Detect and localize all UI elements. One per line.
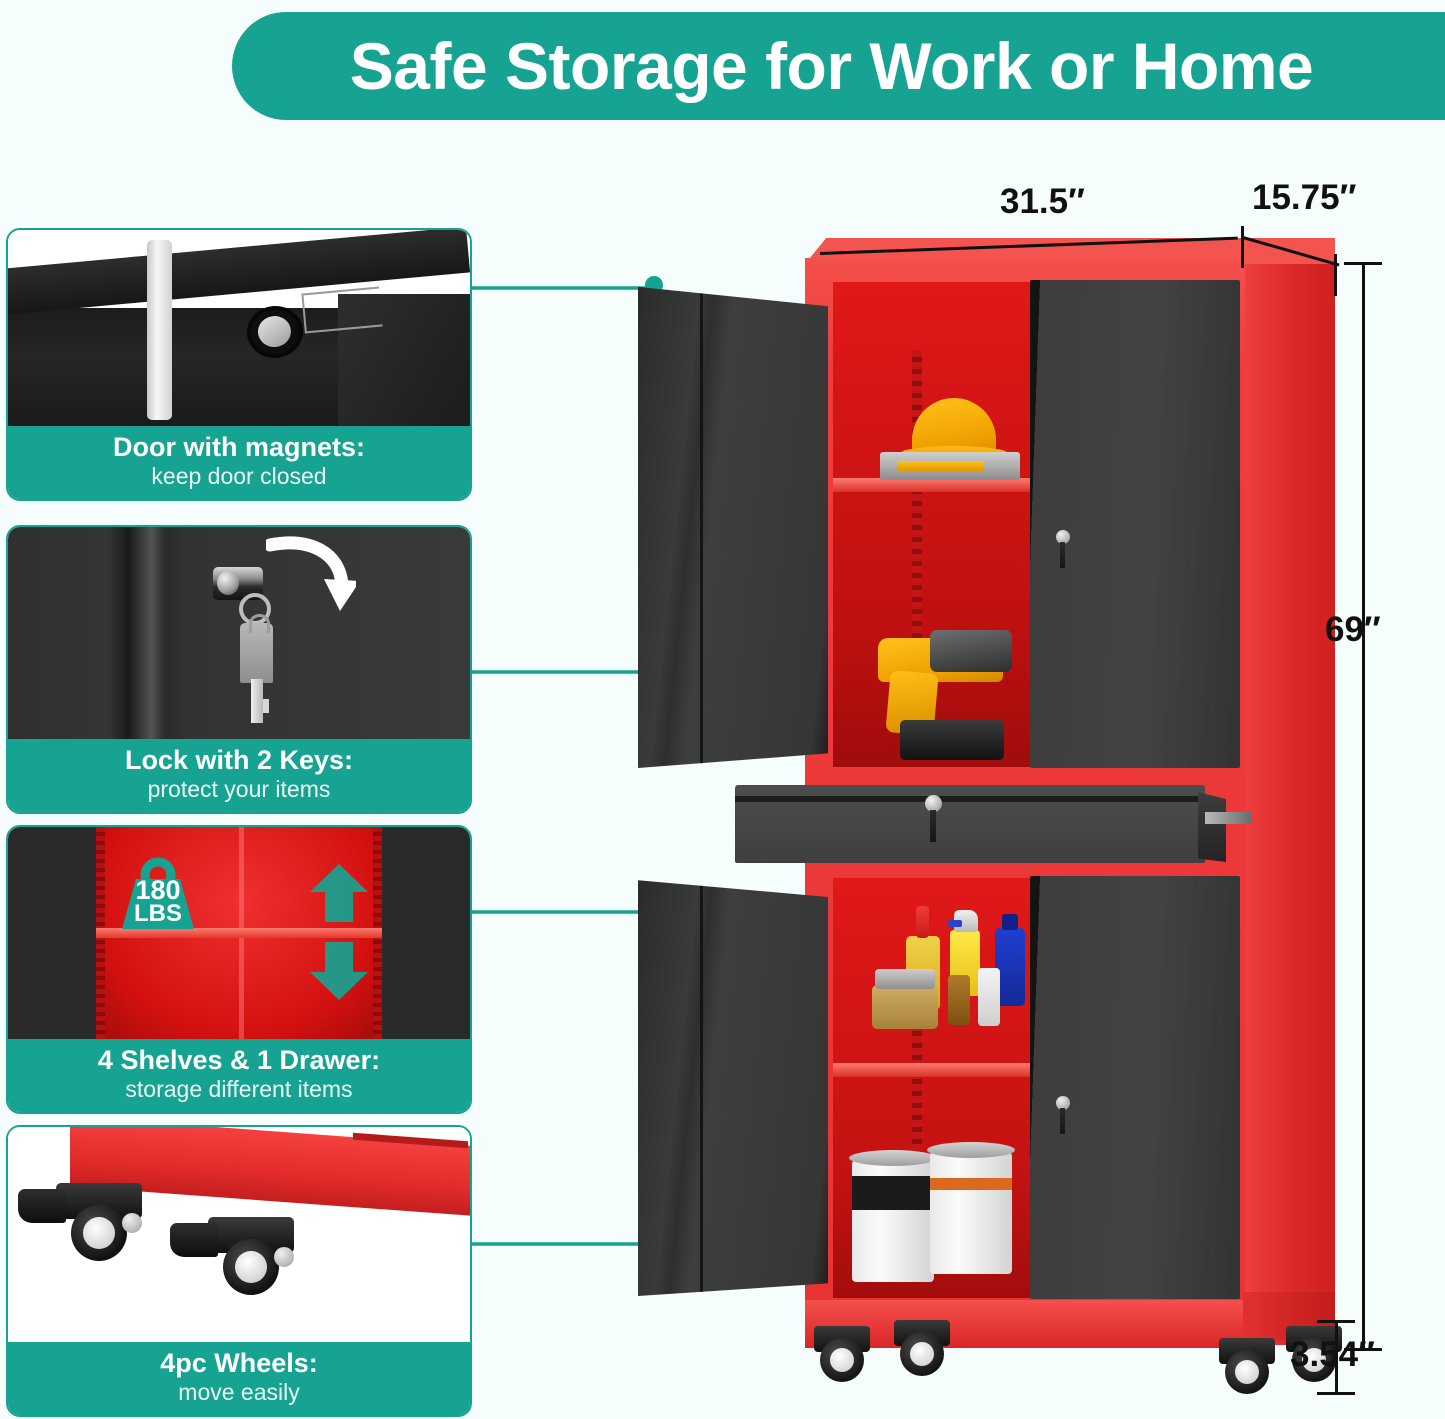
- magnet-pin-icon: [147, 240, 172, 420]
- caster-bolt: [274, 1247, 294, 1267]
- cabinet-door-lower-right-closed[interactable]: [1030, 876, 1240, 1299]
- key-icon: [251, 679, 269, 723]
- cabinet-plinth: [805, 1300, 1245, 1348]
- tape-roll-icon: [872, 969, 938, 1029]
- cabinet-right-side-panel: [1243, 255, 1335, 1345]
- shelf-lower: [833, 1063, 1033, 1077]
- shelves-photo: 180 LBS: [8, 827, 470, 1039]
- paint-can-icon: [849, 1150, 937, 1282]
- padlock-tag-icon: [240, 614, 273, 683]
- arrow-up-icon: [310, 864, 368, 922]
- feature-caption: Lock with 2 Keys: protect your items: [8, 739, 470, 813]
- solvent-bottle-icon: [948, 975, 970, 1025]
- peg-rail-upper: [912, 350, 922, 740]
- peg-rail-lower: [912, 940, 922, 1280]
- shelf-board: [96, 928, 382, 938]
- feature-subtitle: protect your items: [147, 776, 331, 803]
- depth-tick-right: [1334, 254, 1337, 296]
- caster-brake-pedal: [170, 1223, 218, 1257]
- page-title: Safe Storage for Work or Home: [349, 29, 1314, 103]
- caster-tire: [71, 1205, 127, 1261]
- cabinet-drawer[interactable]: [735, 785, 1205, 863]
- tool-tray-icon: [880, 452, 1020, 480]
- arrow-down-icon: [310, 942, 368, 1000]
- magnet-photo: [8, 230, 470, 426]
- feature-subtitle: storage different items: [125, 1076, 353, 1103]
- dimension-height-label: 69″: [1325, 610, 1381, 649]
- feature-subtitle: move easily: [178, 1379, 300, 1406]
- base-tick-bottom: [1317, 1392, 1355, 1395]
- caster-tire: [820, 1338, 864, 1382]
- aerosol-can-icon: [995, 914, 1025, 1006]
- feature-caption: 4pc Wheels: move easily: [8, 1342, 470, 1416]
- weight-value: 180: [135, 874, 181, 905]
- depth-tick-left: [1241, 226, 1244, 268]
- feature-caption: 4 Shelves & 1 Drawer: storage different …: [8, 1039, 470, 1113]
- base-measure-line: [1335, 1320, 1338, 1394]
- caster-brake-pedal: [18, 1189, 66, 1223]
- feature-title: Door with magnets:: [112, 432, 365, 462]
- weight-shape: [122, 857, 194, 929]
- wheels-photo: [8, 1127, 470, 1342]
- door-seam: [700, 286, 703, 768]
- feature-panel-door-magnets[interactable]: Door with magnets: keep door closed: [6, 228, 472, 502]
- cabinet-body-art: [8, 294, 470, 426]
- feature-title: 4 Shelves & 1 Drawer:: [97, 1045, 381, 1075]
- feature-title: Lock with 2 Keys:: [124, 745, 354, 775]
- cabinet-interior-art: [96, 827, 382, 1039]
- weight-icon: 180 LBS: [110, 857, 206, 931]
- caster-tire: [1225, 1350, 1269, 1394]
- glue-bottle-icon: [978, 968, 1000, 1026]
- door-lock-icon[interactable]: [1056, 1096, 1070, 1134]
- feature-subtitle: keep door closed: [151, 463, 327, 490]
- feature-title: 4pc Wheels:: [160, 1348, 318, 1378]
- weight-unit: LBS: [134, 900, 182, 928]
- drawer-slide-rail: [1205, 812, 1251, 824]
- door-lock-icon[interactable]: [1056, 530, 1070, 568]
- caster-bolt: [122, 1213, 142, 1233]
- feature-panel-wheels[interactable]: 4pc Wheels: move easily: [6, 1125, 472, 1418]
- caster-tire: [223, 1239, 279, 1295]
- height-measure-line: [1362, 262, 1365, 1350]
- base-tick-top: [1317, 1320, 1355, 1323]
- feature-panel-shelves-drawer[interactable]: 180 LBS 4 Shelves & 1 Drawer: storage di…: [6, 825, 472, 1115]
- weight-label: 180 LBS: [110, 857, 206, 931]
- cabinet-door-lower-left-open[interactable]: [638, 880, 828, 1296]
- header-banner: Safe Storage for Work or Home: [232, 12, 1445, 120]
- caster-tire: [900, 1332, 944, 1376]
- drawer-side-panel: [1198, 792, 1226, 862]
- height-tick-bottom: [1344, 1348, 1382, 1351]
- cabinet-door-upper-right-closed[interactable]: [1030, 280, 1240, 768]
- dimension-base-label: 3.54″: [1290, 1335, 1375, 1374]
- drawer-lock-icon[interactable]: [925, 795, 942, 842]
- caster-tire: [1292, 1338, 1336, 1382]
- lock-photo: [8, 527, 470, 739]
- shelf-upper: [833, 478, 1033, 492]
- feature-panel-lock-keys[interactable]: Lock with 2 Keys: protect your items: [6, 525, 472, 815]
- cabinet-door-upper-left-open[interactable]: [638, 286, 828, 768]
- door-edge-strip: [301, 286, 383, 334]
- height-tick-top: [1344, 262, 1382, 265]
- curved-arrow-icon: [266, 536, 356, 611]
- dimension-depth-label: 15.75″: [1252, 178, 1357, 217]
- feature-caption: Door with magnets: keep door closed: [8, 426, 470, 500]
- paint-can-icon: [927, 1142, 1015, 1274]
- drill-battery: [900, 720, 1004, 760]
- door-seam: [700, 880, 703, 1296]
- dimension-width-label: 31.5″: [1000, 182, 1085, 221]
- drill-head: [930, 630, 1012, 672]
- cabinet-door-art: [8, 527, 470, 739]
